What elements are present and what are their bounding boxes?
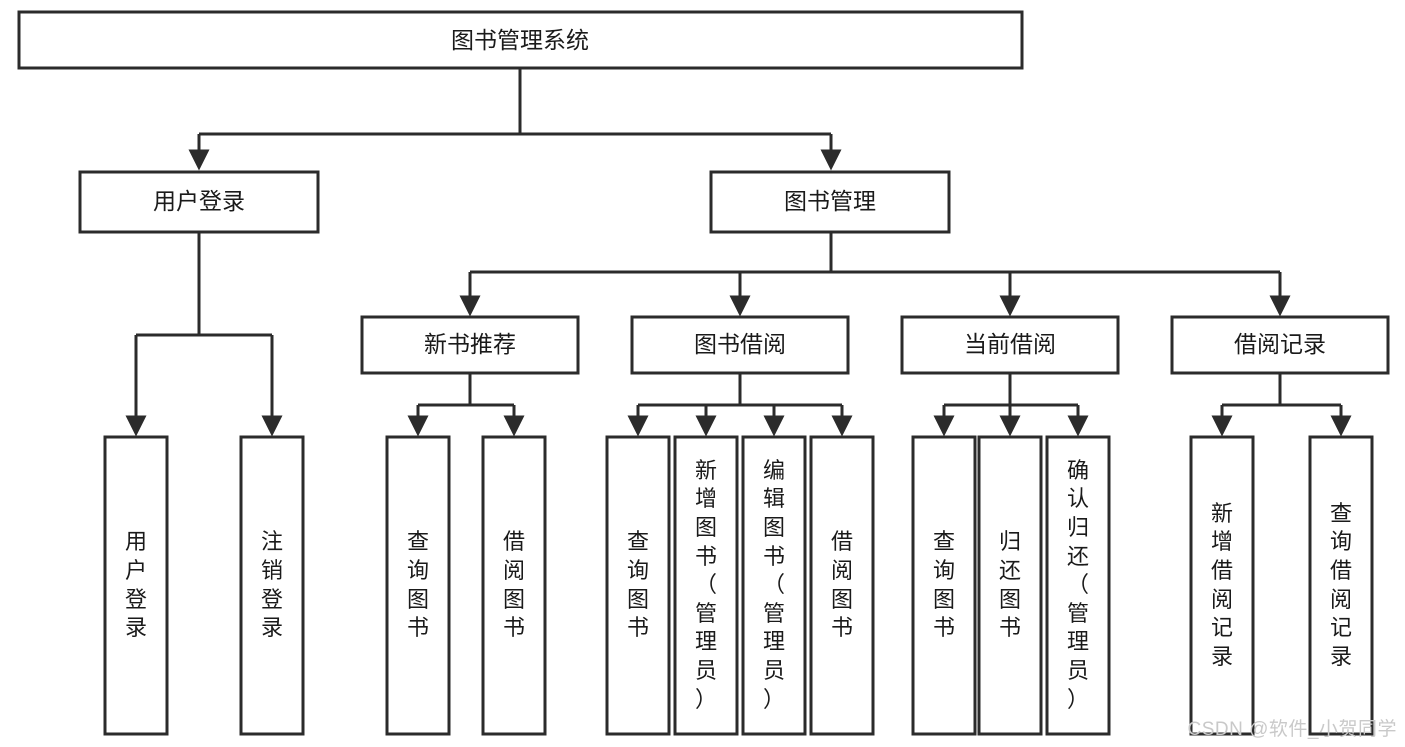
node-book-management-label: 图书管理 [784,188,876,214]
leaf-box-book-borrow-1[interactable] [673,435,739,736]
node-new-book-recommend[interactable]: 新书推荐 [360,315,580,375]
connector-new-book-to-leaves [407,373,525,437]
leaf-box-user-login-0[interactable] [103,435,169,736]
leaf-box-borrow-record-0[interactable] [1189,435,1255,736]
connector-borrow-record-to-leaves [1211,373,1352,437]
csdn-watermark: CSDN @软件_小贺同学 [1187,719,1397,740]
connector-book-borrow-to-leaves [627,373,853,437]
node-borrow-record[interactable]: 借阅记录 [1170,315,1390,375]
leaf-box-user-login-1[interactable] [239,435,305,736]
leaf-box-current-borrow-2[interactable] [1045,435,1111,736]
leaf-box-current-borrow-0[interactable] [911,435,977,736]
leaf-box-book-borrow-3[interactable] [809,435,875,736]
node-borrow-record-label: 借阅记录 [1234,331,1326,357]
leaf-box-book-borrow-2[interactable] [741,435,807,736]
leaf-box-new-book-1[interactable] [481,435,547,736]
connector-user-login-to-leaves [125,232,283,437]
node-current-borrow-label: 当前借阅 [964,331,1056,357]
node-user-login-label: 用户登录 [153,188,245,214]
node-root-system-label: 图书管理系统 [451,27,589,53]
connector-current-borrow-to-leaves [933,373,1089,437]
connector-book-manage-to-level3 [459,232,1291,317]
node-new-book-recommend-label: 新书推荐 [424,331,516,357]
leaf-box-book-borrow-0[interactable] [605,435,671,736]
node-book-management[interactable]: 图书管理 [709,170,951,234]
leaf-box-borrow-record-1[interactable] [1308,435,1374,736]
node-current-borrow[interactable]: 当前借阅 [900,315,1120,375]
connector-root-to-level2 [188,68,842,171]
node-book-borrow-label: 图书借阅 [694,331,786,357]
node-book-borrow[interactable]: 图书借阅 [630,315,850,375]
node-root-system[interactable]: 图书管理系统 [17,10,1024,70]
node-user-login[interactable]: 用户登录 [78,170,320,234]
leaf-box-current-borrow-1[interactable] [977,435,1043,736]
leaf-box-new-book-0[interactable] [385,435,451,736]
